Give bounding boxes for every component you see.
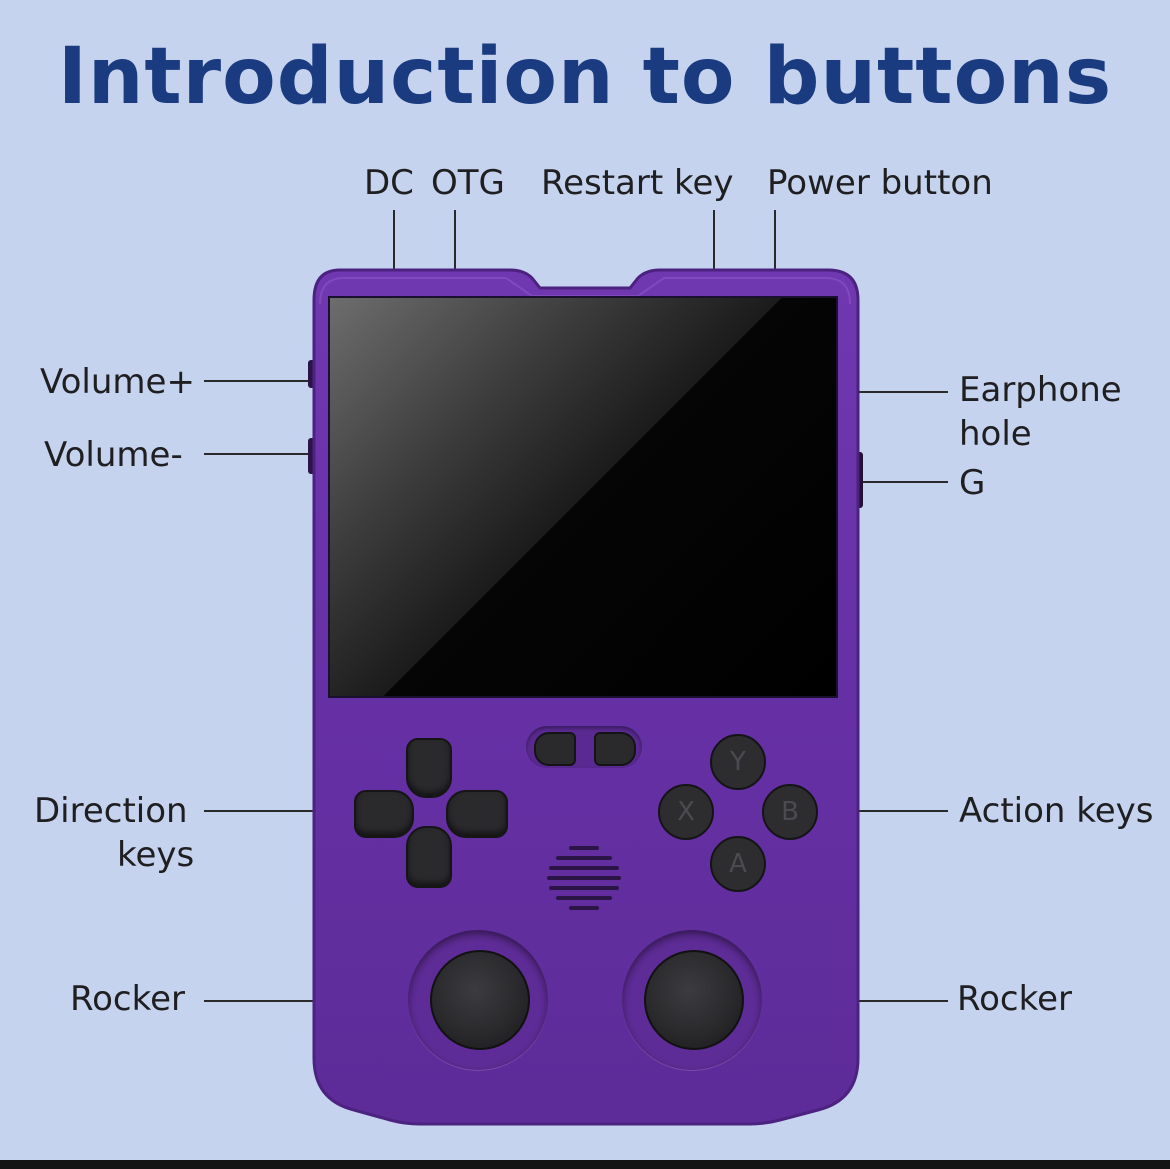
- rocker-right-label: Rocker: [957, 979, 1072, 1019]
- dc-pointer: [393, 210, 395, 270]
- right-rocker-stick[interactable]: [644, 950, 744, 1050]
- page-title: Introduction to buttons: [57, 32, 1113, 122]
- volume-up-label: Volume+: [40, 362, 195, 402]
- volume-up-button[interactable]: [308, 360, 314, 388]
- direction-keys-label-line1: Direction: [34, 791, 188, 831]
- dpad-up[interactable]: [406, 738, 452, 798]
- g-button-pointer: [862, 481, 948, 483]
- direction-keys-label-line2: keys: [117, 835, 195, 875]
- left-rocker-stick[interactable]: [430, 950, 530, 1050]
- left-rocker-ring: [408, 930, 548, 1070]
- dc-label: DC: [364, 163, 414, 203]
- dpad-left[interactable]: [354, 790, 414, 838]
- screen-glare: [330, 298, 836, 696]
- display-screen: [328, 296, 838, 698]
- earphone-hole-pointer: [858, 391, 948, 393]
- b-button[interactable]: B: [762, 784, 818, 840]
- earphone-hole-label-line1: Earphone: [959, 370, 1122, 410]
- restart-key-label: Restart key: [541, 163, 734, 203]
- y-button[interactable]: Y: [710, 734, 766, 790]
- volume-down-button[interactable]: [308, 438, 314, 474]
- rocker-left-label: Rocker: [70, 979, 185, 1019]
- g-button-label: G: [959, 463, 986, 503]
- dpad-down[interactable]: [406, 826, 452, 888]
- volume-down-label: Volume-: [44, 435, 183, 475]
- restart-key-pointer: [713, 210, 715, 270]
- dpad-right[interactable]: [446, 790, 508, 838]
- power-button-pointer: [774, 210, 776, 270]
- bottom-bar: [0, 1160, 1170, 1169]
- select-button[interactable]: [534, 732, 576, 766]
- x-button[interactable]: X: [658, 784, 714, 840]
- a-button[interactable]: A: [710, 836, 766, 892]
- otg-label: OTG: [431, 163, 505, 203]
- right-rocker-ring: [622, 930, 762, 1070]
- power-button-label: Power button: [767, 163, 993, 203]
- speaker-grille: [546, 846, 622, 914]
- earphone-hole-label-line2: hole: [959, 414, 1032, 454]
- action-keys-label: Action keys: [959, 791, 1154, 831]
- volume-up-pointer: [204, 380, 314, 382]
- handheld-console: Y X B A: [310, 268, 862, 1134]
- start-button[interactable]: [594, 732, 636, 766]
- volume-down-pointer: [204, 453, 314, 455]
- otg-pointer: [454, 210, 456, 270]
